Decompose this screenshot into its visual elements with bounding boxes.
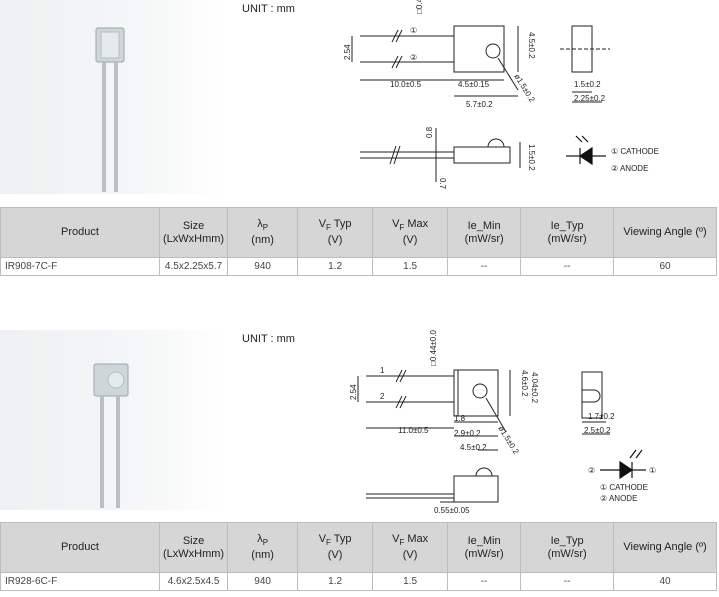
pin1-marker: 1 [380, 366, 385, 375]
dim-3: 4.5±0.2 [460, 443, 487, 452]
table-row: IR908-7C-F 4.5x2.25x5.7 940 1.2 1.5 -- -… [0, 257, 717, 276]
product-section-2: UNIT : mm □0.44±0.05 1 2 2.54 11.0±0.5 1… [0, 330, 719, 597]
dim-pin-square: □0.44±0.05 [429, 330, 438, 366]
col-product: Product [0, 522, 160, 573]
unit-label: UNIT : mm [242, 333, 295, 345]
product-section-1: UNIT : mm □0.4 ① ② 2.54 10.0±0.5 4.5±0.1… [0, 0, 719, 280]
col-product: Product [0, 207, 160, 258]
anode-label: ② ANODE [600, 494, 637, 503]
spec-table-ir928: Product Size(LxWxHmm) λP(nm) VF Typ(V) V… [0, 522, 717, 591]
cell-vf-typ: 1.2 [297, 572, 374, 591]
unit-label: UNIT : mm [242, 3, 295, 15]
col-viewing-angle: Viewing Angle (º) [613, 522, 717, 573]
col-lambda: λP(nm) [227, 522, 299, 573]
product-photo-ir908 [0, 0, 228, 194]
col-vf-typ: VF Typ(V) [297, 522, 374, 573]
top-view [351, 25, 519, 97]
led-photo-illustration [95, 27, 125, 192]
diode-pin-right: ① [649, 466, 656, 475]
dim-side-width-1: 1.7±0.2 [588, 412, 615, 421]
cathode-label: ① CATHODE [600, 483, 648, 492]
col-viewing-angle: Viewing Angle (º) [613, 207, 717, 258]
col-vf-max: VF Max(V) [372, 522, 449, 573]
dim-side-height: 1.5±0.2 [527, 144, 536, 171]
cell-ie-min: -- [447, 572, 522, 591]
anode-label: ② ANODE [611, 164, 648, 173]
dim-pin-offset: 0.7 [438, 178, 447, 190]
dim-pitch: 2.54 [349, 384, 358, 400]
pin1-marker: ① [410, 26, 417, 35]
spec-table-ir908: Product Size(LxWxHmm) λP(nm) VF Typ(V) V… [0, 207, 717, 276]
side-view [560, 25, 610, 103]
col-vf-typ: VF Typ(V) [297, 207, 374, 258]
dim-lens: ø1.5±0.2 [496, 424, 521, 456]
cell-size: 4.5x2.25x5.7 [158, 257, 229, 276]
dim-2: 2.9±0.2 [454, 429, 481, 438]
product-photo-ir928 [0, 330, 228, 510]
cell-vf-max: 1.5 [372, 257, 449, 276]
col-vf-max: VF Max(V) [372, 207, 449, 258]
diode-pin-left: ② [588, 466, 595, 475]
dim-side-width-2: 2.5±0.2 [584, 426, 611, 435]
cathode-label: ① CATHODE [611, 147, 659, 156]
table-header-row: Product Size(LxWxHmm) λP(nm) VF Typ(V) V… [0, 207, 717, 258]
pin2-marker: 2 [380, 392, 385, 401]
dim-lead-length: 11.0±0.5 [398, 426, 429, 435]
table-header-row: Product Size(LxWxHmm) λP(nm) VF Typ(V) V… [0, 522, 717, 573]
cell-ie-min: -- [447, 257, 522, 276]
side-view [581, 371, 610, 435]
col-size: Size(LxWxHmm) [158, 207, 229, 258]
dim-pitch: 2.54 [343, 44, 352, 60]
dim-offset: 0.8 [425, 126, 434, 138]
pin2-marker: ② [410, 53, 417, 62]
col-ie-min: Ie_Min(mW/sr) [447, 207, 522, 258]
cell-viewing-angle: 40 [613, 572, 717, 591]
dim-height-1: 4.6±0.2 [520, 370, 529, 397]
dim-body-length: 4.5±0.15 [458, 80, 490, 89]
diode-symbol [600, 449, 646, 480]
cell-lambda: 940 [227, 572, 299, 591]
cell-ie-typ: -- [520, 572, 615, 591]
cell-product: IR928-6C-F [0, 572, 160, 591]
dim-height: 4.5±0.2 [527, 32, 536, 59]
top-view [357, 369, 511, 451]
front-view [360, 128, 521, 182]
cell-vf-typ: 1.2 [297, 257, 374, 276]
cell-vf-max: 1.5 [372, 572, 449, 591]
dim-side-width-1: 1.5±0.2 [574, 80, 601, 89]
cell-viewing-angle: 60 [613, 257, 717, 276]
dimension-drawing-ir928: □0.44±0.05 1 2 2.54 11.0±0.5 1.8 2.9±0.2… [349, 330, 656, 515]
front-view [366, 467, 499, 503]
col-ie-min: Ie_Min(mW/sr) [447, 522, 522, 573]
col-lambda: λP(nm) [227, 207, 299, 258]
col-ie-typ: Ie_Typ(mW/sr) [520, 207, 615, 258]
dim-lens: ø1.5±0.2 [512, 72, 537, 104]
dimension-drawing-ir908: □0.4 ① ② 2.54 10.0±0.5 4.5±0.15 5.7±0.2 … [343, 0, 659, 190]
dim-pin-square: □0.4 [415, 0, 424, 14]
dim-lead-length: 10.0±0.5 [390, 80, 422, 89]
cell-size: 4.6x2.5x4.5 [158, 572, 229, 591]
dim-side-width-2: 2.25±0.2 [574, 94, 606, 103]
dim-1: 1.8 [454, 414, 466, 423]
dim-thickness: 0.55±0.05 [434, 506, 470, 515]
cell-ie-typ: -- [520, 257, 615, 276]
diode-symbol [566, 135, 606, 166]
led-photo-illustration [93, 363, 129, 508]
cell-lambda: 940 [227, 257, 299, 276]
table-row: IR928-6C-F 4.6x2.5x4.5 940 1.2 1.5 -- --… [0, 572, 717, 591]
col-ie-typ: Ie_Typ(mW/sr) [520, 522, 615, 573]
dim-height-2: 4.04±0.2 [530, 372, 539, 404]
col-size: Size(LxWxHmm) [158, 522, 229, 573]
cell-product: IR908-7C-F [0, 257, 160, 276]
dim-overall-length: 5.7±0.2 [466, 100, 493, 109]
